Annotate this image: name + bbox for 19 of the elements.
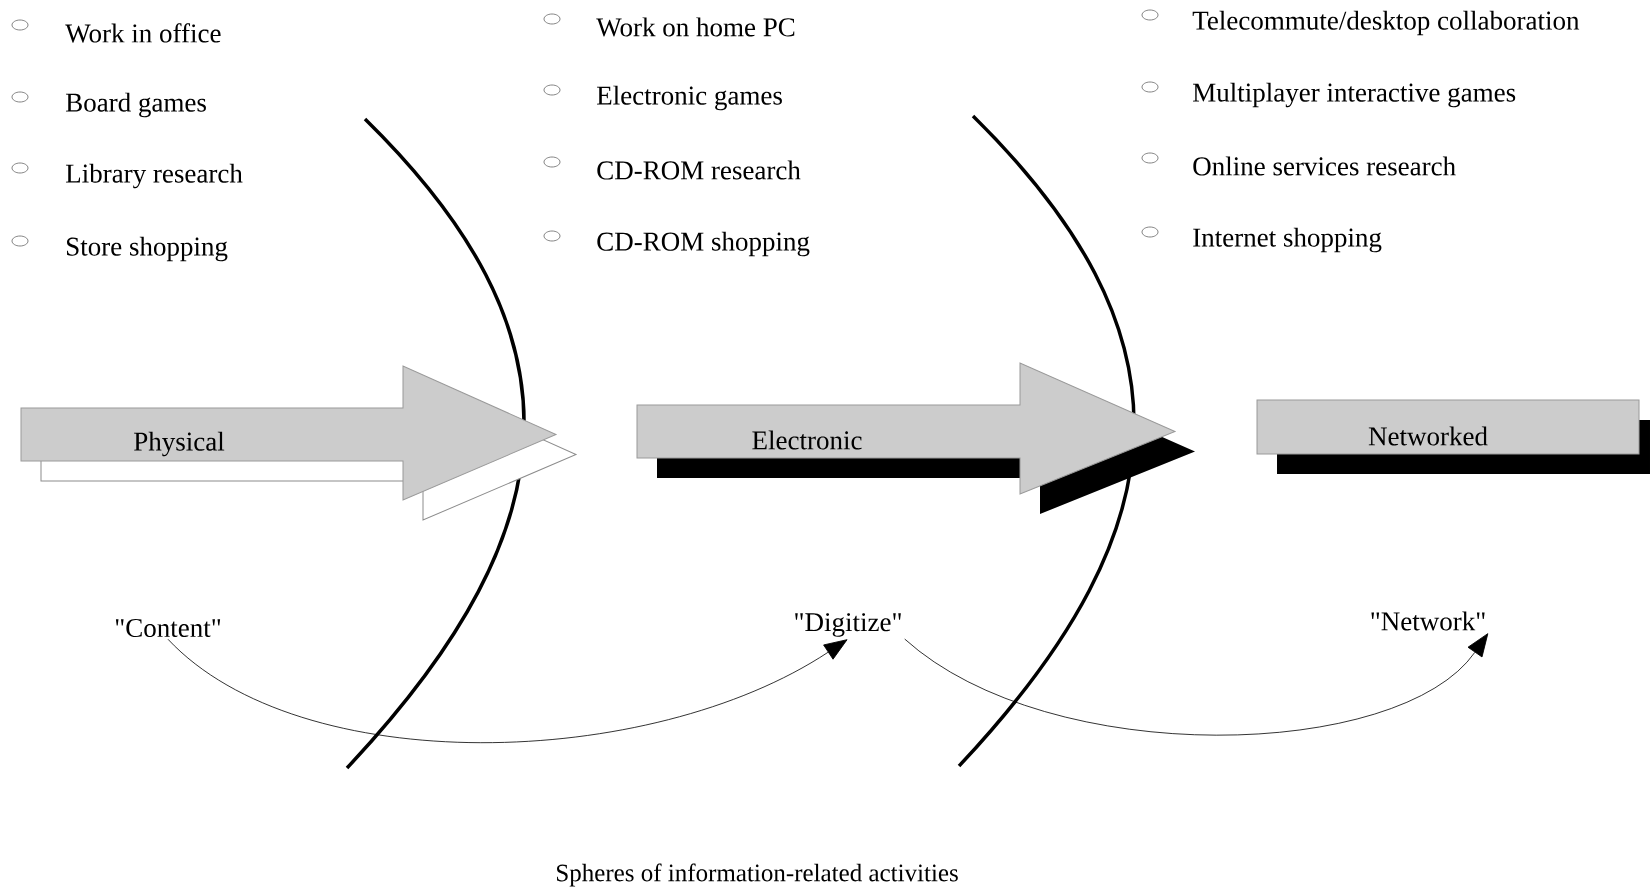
list-item: Internet shopping: [1193, 227, 1382, 253]
curved-arrow: [904, 633, 1489, 736]
stage-label: "Content": [115, 618, 221, 638]
list-item: Store shopping: [67, 236, 228, 262]
list-item: Library research: [66, 163, 243, 189]
list-item: Work on home PC: [596, 17, 795, 37]
label-box: Networked: [1256, 399, 1650, 474]
curved-arrow: [167, 638, 848, 744]
list-item: CD-ROM research: [597, 160, 801, 180]
list-item: Telecommute/desktop collaboration: [1192, 10, 1580, 36]
list-item: Work in office: [65, 23, 221, 43]
list-item: Electronic games: [597, 85, 782, 111]
caption: Spheres of information-related activities: [557, 863, 958, 887]
list-item: Online services research: [1193, 156, 1456, 176]
stage-label: "Network": [1371, 611, 1485, 631]
stage-label: "Digitize": [795, 613, 901, 637]
list-item: CD-ROM shopping: [597, 231, 810, 257]
list-item: Board games: [66, 92, 206, 118]
list-item: Multiplayer interactive games: [1193, 82, 1516, 108]
